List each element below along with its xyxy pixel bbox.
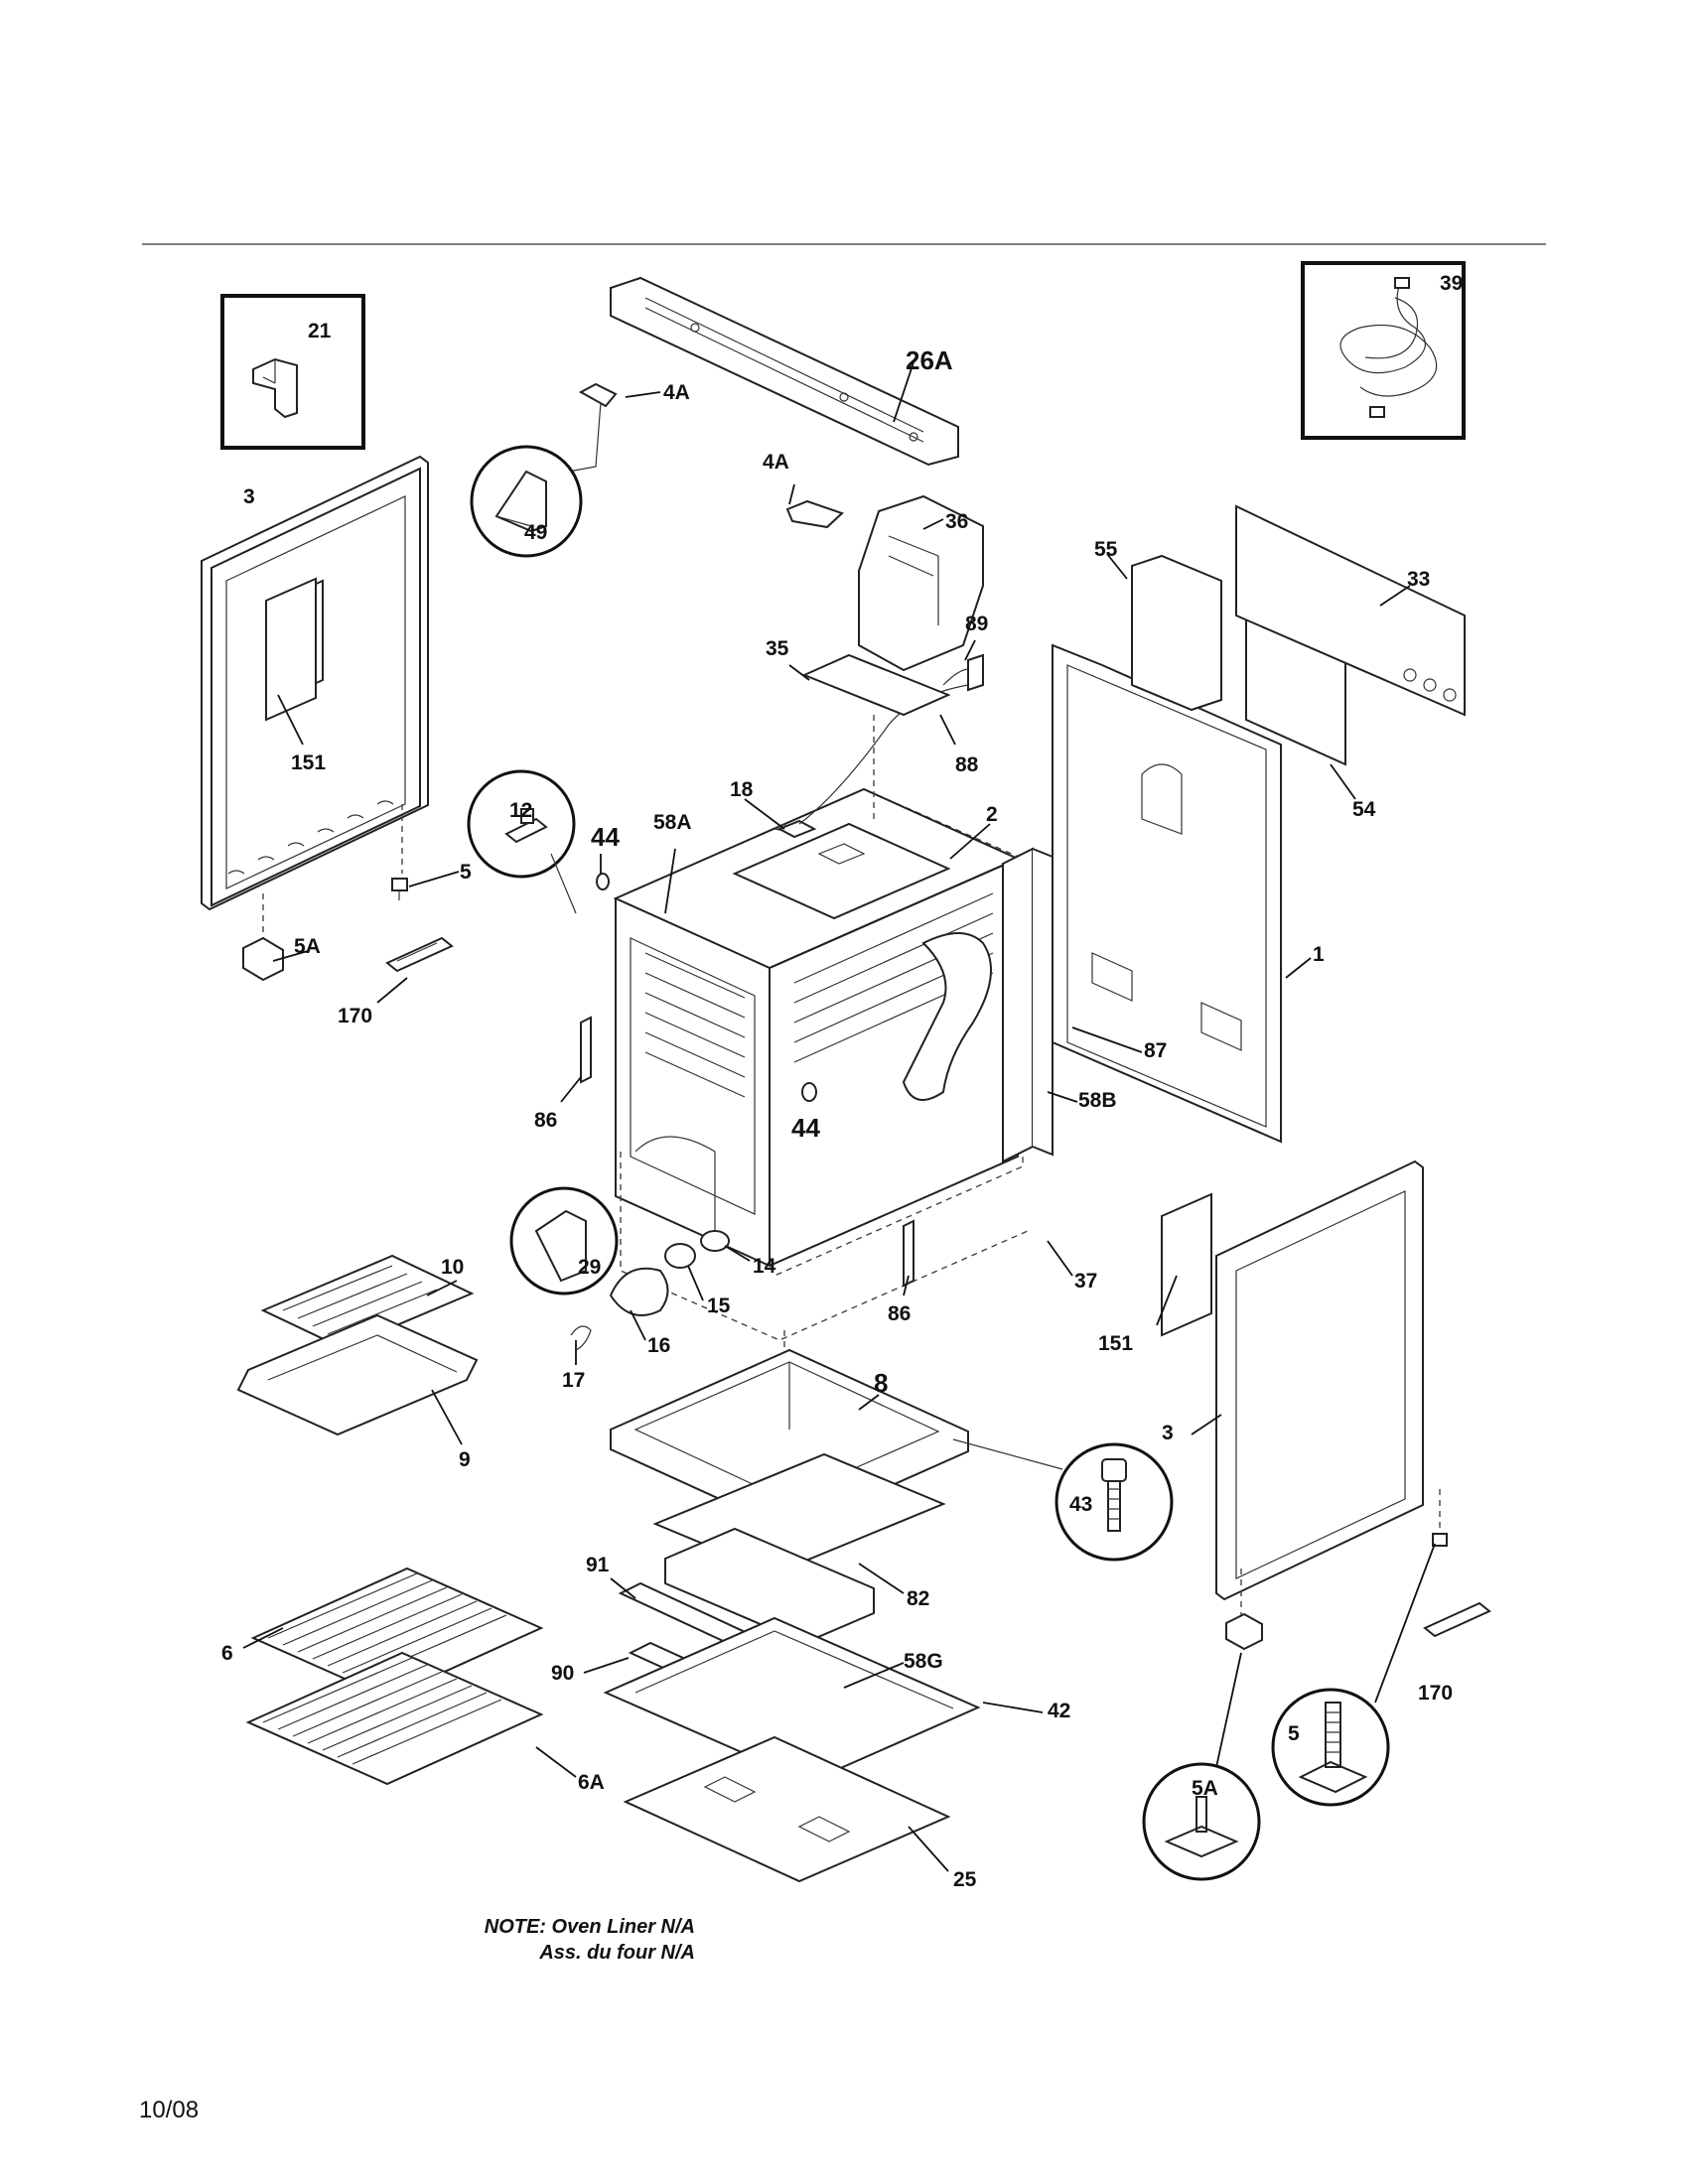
label-151-left: 151 <box>291 751 326 774</box>
label-44-top: 44 <box>591 822 620 852</box>
label-16: 16 <box>647 1334 670 1357</box>
part-5-left-screw <box>391 804 408 900</box>
date-code: 10/08 <box>139 2097 200 2123</box>
label-89: 89 <box>965 613 988 635</box>
label-10: 10 <box>441 1256 464 1279</box>
part-55-panel <box>1131 554 1222 712</box>
label-37: 37 <box>1074 1270 1097 1293</box>
label-3-left: 3 <box>243 485 255 508</box>
label-5-left: 5 <box>460 861 472 884</box>
label-49: 49 <box>524 521 547 544</box>
label-5A-right: 5A <box>1192 1777 1218 1800</box>
label-1: 1 <box>1313 943 1325 966</box>
label-43: 43 <box>1069 1493 1092 1516</box>
label-18: 18 <box>730 778 754 801</box>
label-12: 12 <box>509 799 532 822</box>
label-86-left: 86 <box>534 1109 557 1132</box>
label-4A-mid: 4A <box>763 451 789 474</box>
part-25-floor-panel <box>623 1735 951 1883</box>
part-89-wire <box>942 653 984 692</box>
part-5A-right-bracket <box>1225 1569 1263 1651</box>
label-26A: 26A <box>906 345 953 375</box>
label-8: 8 <box>874 1368 888 1398</box>
label-5-right: 5 <box>1288 1722 1300 1745</box>
label-42: 42 <box>1048 1700 1070 1722</box>
label-54: 54 <box>1352 798 1376 821</box>
label-29: 29 <box>578 1256 601 1279</box>
part-14-socket <box>700 1230 730 1252</box>
part-6-rack <box>250 1567 544 1700</box>
part-5-right-screw <box>1432 1489 1448 1547</box>
callout-29 <box>509 1186 619 1296</box>
part-86-right <box>903 1219 914 1288</box>
leader-lines <box>242 361 1411 1872</box>
note-line-2: Ass. du four N/A <box>539 1942 695 1964</box>
inset-part-39-power-cord <box>1301 261 1466 440</box>
label-88: 88 <box>955 753 979 776</box>
label-58B: 58B <box>1078 1089 1117 1112</box>
callout-12 <box>467 769 577 914</box>
part-17-clip <box>570 1325 592 1351</box>
inset-part-21 <box>220 294 365 450</box>
callout-43 <box>952 1438 1174 1562</box>
label-90: 90 <box>551 1662 574 1685</box>
label-25: 25 <box>953 1868 977 1891</box>
part-170-left-hinge <box>385 936 454 973</box>
label-9: 9 <box>459 1448 471 1471</box>
part-58B-insulation <box>1002 847 1054 1163</box>
part-10-grid <box>260 1254 475 1350</box>
label-33: 33 <box>1407 568 1430 591</box>
part-44-mid-bulb <box>801 1082 817 1102</box>
part-151-right-brace <box>1161 1192 1212 1337</box>
label-87: 87 <box>1144 1039 1167 1062</box>
label-6A: 6A <box>578 1771 605 1794</box>
label-15: 15 <box>707 1295 731 1317</box>
label-44-mid: 44 <box>791 1113 820 1143</box>
part-5A-left-bracket <box>242 893 284 982</box>
part-33-rear-cover <box>1235 504 1466 717</box>
label-14: 14 <box>753 1255 776 1278</box>
label-21: 21 <box>308 320 332 342</box>
part-4A-mid <box>785 499 844 529</box>
part-26A-top-bracket <box>610 276 959 467</box>
part-36-vent <box>858 494 984 672</box>
label-39: 39 <box>1440 272 1463 295</box>
label-170-right: 170 <box>1418 1682 1453 1705</box>
part-1-back-panel <box>1052 643 1282 1144</box>
part-35-gasket <box>801 653 951 824</box>
note-line-1: NOTE: Oven Liner N/A <box>484 1916 695 1938</box>
part-151-left-brace <box>265 577 317 722</box>
part-44-top-bulb <box>596 873 610 890</box>
part-15-bulb <box>664 1243 696 1269</box>
label-36: 36 <box>945 510 968 533</box>
oven-liner-note: NOTE: Oven Liner N/A Ass. du four N/A <box>397 1914 695 1966</box>
label-55: 55 <box>1094 538 1118 561</box>
label-170-left: 170 <box>338 1005 372 1027</box>
part-6A-rack <box>245 1651 544 1786</box>
part-170-right-hinge <box>1423 1601 1491 1638</box>
label-58G: 58G <box>904 1650 943 1673</box>
label-5A-left: 5A <box>294 935 321 958</box>
label-4A-top: 4A <box>663 381 690 404</box>
callout-5A-right <box>1142 1652 1261 1881</box>
label-58A: 58A <box>653 811 692 834</box>
label-86-right: 86 <box>888 1302 911 1325</box>
label-91: 91 <box>586 1554 610 1576</box>
part-58G-insulation <box>664 1527 875 1645</box>
label-3-right: 3 <box>1162 1422 1174 1444</box>
label-2: 2 <box>986 803 998 826</box>
part-labels: 21 39 26A 4A 4A 49 3 36 55 33 35 89 88 1… <box>221 272 1463 1891</box>
callout-5-right <box>1271 1543 1436 1807</box>
label-17: 17 <box>562 1369 585 1392</box>
part-9-pan <box>236 1313 479 1436</box>
label-151-right: 151 <box>1098 1332 1133 1355</box>
part-16-lens <box>609 1267 669 1316</box>
callout-49 <box>470 445 583 558</box>
label-82: 82 <box>907 1587 929 1610</box>
label-6: 6 <box>221 1642 233 1665</box>
part-3-right-door <box>1215 1160 1424 1601</box>
label-35: 35 <box>766 637 789 660</box>
part-86-left <box>580 1016 592 1084</box>
